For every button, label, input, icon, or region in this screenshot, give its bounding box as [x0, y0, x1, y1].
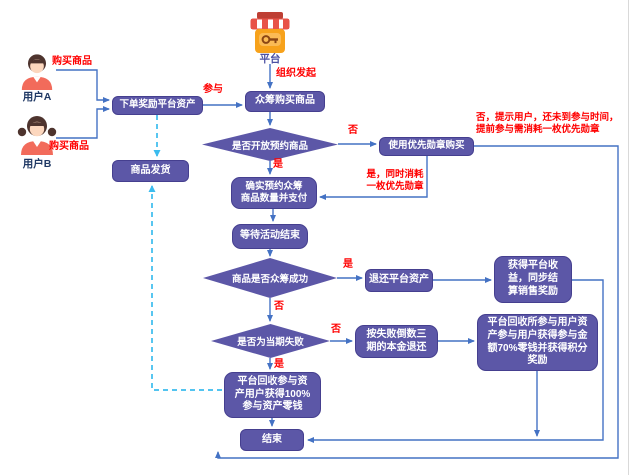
- node-ship: 商品发货: [112, 160, 189, 182]
- node-recover-100: 平台回收参与资 产用户获得100% 参与资产零钱: [224, 372, 321, 418]
- edge-usebadge-end: [215, 145, 619, 459]
- edge-label-yes3: 是: [274, 359, 284, 370]
- storefront-icon: [250, 12, 290, 53]
- user-a-label: 用户A: [22, 91, 52, 103]
- node-crowdfund: 众筹购买商品: [245, 91, 325, 112]
- edge-label-yes1: 是: [273, 159, 283, 170]
- edge-label-no-hint: 否，提示用户，还未到参与时间， 提前参与需消耗一枚优先勋章: [476, 112, 619, 136]
- node-end: 结束: [240, 429, 304, 451]
- edge-label-join: 参与: [203, 84, 223, 95]
- node-platform-income: 获得平台收 益，同步结 算销售奖励: [494, 256, 572, 303]
- edge-label-no2: 否: [274, 301, 284, 312]
- edge-usebadge-confirm: [319, 156, 428, 200]
- node-refund-three: 按失败倒数三 期的本金退还: [355, 325, 438, 358]
- node-recover-70: 平台回收所参与用户资 产参与用户获得参与金 额70%零钱并获得积分 奖励: [477, 314, 598, 371]
- edge-userA-order: [56, 69, 110, 103]
- edge-label-organize: 组织发起: [276, 68, 316, 79]
- edge-label-yes2: 是: [343, 259, 353, 270]
- page-edge-line: [628, 0, 629, 475]
- edge-userB-order: [56, 106, 110, 139]
- user-b-avatar: [17, 116, 57, 155]
- edge-label-no1: 否: [348, 125, 358, 136]
- node-wait-end: 等待活动结束: [232, 224, 308, 249]
- edge-label-yes-consume: 是，同时消耗 一枚优先勋章: [366, 169, 424, 193]
- platform-label: 平台: [259, 53, 281, 65]
- edge-label-buy-b: 购买商品: [49, 141, 89, 152]
- user-a-avatar: [21, 54, 53, 90]
- edge-label-no3: 否: [331, 324, 341, 335]
- node-confirm-pay: 确实预约众筹 商品数量并支付: [231, 177, 317, 209]
- node-order-reward: 下单奖励平台资产: [112, 96, 203, 115]
- edge-income-end: [307, 279, 604, 443]
- edge-recover100-ship-dashed: [148, 185, 222, 391]
- edge-label-buy-a: 购买商品: [52, 56, 92, 67]
- user-b-label: 用户B: [22, 158, 52, 170]
- node-return-asset: 退还平台资产: [365, 269, 433, 292]
- node-use-badge: 使用优先勋章购买: [379, 137, 474, 156]
